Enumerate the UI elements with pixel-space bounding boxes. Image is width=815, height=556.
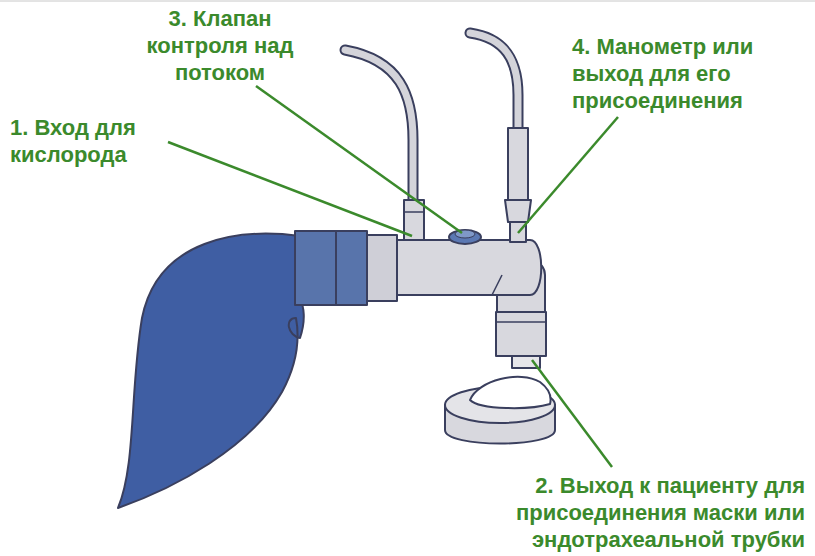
leader-lines xyxy=(168,86,618,467)
callout-label: 3. Клапан контроля над потоком xyxy=(130,5,310,86)
manometer-port xyxy=(508,128,528,200)
valve-body xyxy=(397,240,541,295)
oxygen-hose xyxy=(345,50,413,200)
bag-collar xyxy=(295,231,367,305)
manometer-hose xyxy=(470,33,518,130)
callout-label: 2. Выход к пациенту для присоединения ма… xyxy=(465,472,805,553)
callout-label: 4. Манометр или выход для его присоедине… xyxy=(572,33,792,114)
patient-connector xyxy=(496,312,546,356)
callout-label: 1. Вход для кислорода xyxy=(10,114,170,168)
top-rule xyxy=(0,1,815,2)
bag-ring xyxy=(367,235,397,301)
reservoir-bag xyxy=(118,234,304,508)
flow-valve xyxy=(449,230,481,244)
